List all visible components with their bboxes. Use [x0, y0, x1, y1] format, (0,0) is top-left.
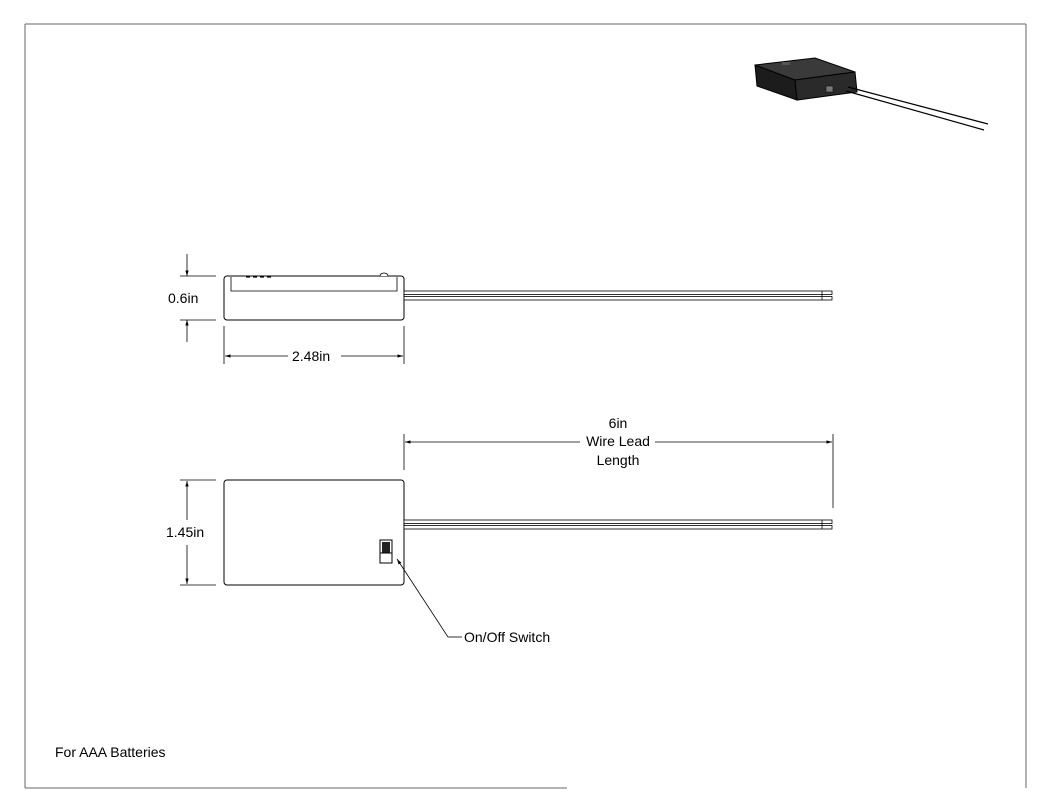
top-view-body: [223, 479, 405, 586]
length-dimension-label: 2.48in: [292, 348, 330, 364]
height-dimension: [180, 254, 216, 342]
on-off-switch: [379, 539, 393, 564]
iso-switch: [825, 85, 834, 93]
side-view: [223, 272, 833, 321]
side-view-wires: [403, 290, 833, 301]
wire-lead-label-line3: Length: [597, 452, 640, 468]
width-dimension: [180, 479, 216, 586]
top-view: [223, 479, 833, 586]
switch-callout-label: On/Off Switch: [464, 629, 550, 645]
wire-lead-label-value: 6in: [609, 415, 628, 431]
box-top-latch: [782, 62, 790, 65]
length-dimension: [223, 326, 405, 364]
side-view-button: [379, 272, 389, 277]
width-dimension-label: 1.45in: [166, 524, 204, 540]
top-view-wires: [403, 519, 833, 530]
side-view-body: [223, 275, 405, 321]
wire-lead-dimension: [403, 434, 834, 508]
iso-wire-2: [845, 90, 985, 131]
drawing-frame: [24, 23, 1027, 789]
isometric-view: [754, 57, 989, 131]
iso-wire-1: [847, 86, 989, 125]
wire-lead-label-line2: Wire Lead: [586, 433, 650, 449]
switch-callout-leader: [396, 558, 462, 638]
side-view-lid-detail: [230, 277, 398, 292]
battery-note: For AAA Batteries: [55, 744, 166, 760]
height-dimension-label: 0.6in: [168, 290, 198, 306]
